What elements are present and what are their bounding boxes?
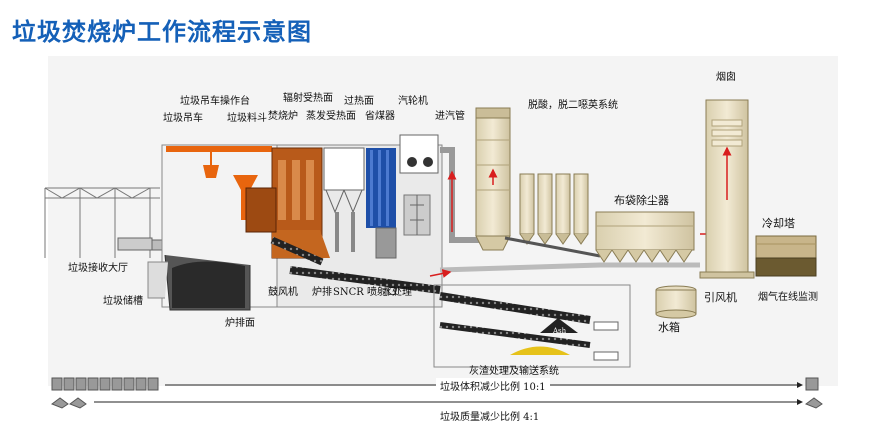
label-fan: 引风机 — [704, 291, 737, 304]
label-crane: 垃圾吊车 — [163, 113, 203, 124]
volume-ratio-label: 垃圾体积减少比例 10:1 — [436, 378, 550, 393]
water-tank — [655, 285, 697, 319]
silos — [504, 173, 601, 258]
turbine-area — [399, 134, 439, 236]
label-water-treatment: 水处理 — [382, 287, 412, 298]
bag-filter — [595, 211, 718, 263]
label-turbine: 汽轮机 — [398, 96, 428, 107]
label-desulfurization: 脱酸，脱二噁英系统 — [528, 100, 618, 111]
desulfurization-tower — [475, 107, 511, 251]
label-storage-pit: 垃圾储槽 — [103, 296, 143, 307]
ash-conveyor — [289, 266, 591, 348]
boiler-heat-surfaces — [323, 147, 397, 259]
ash-pit — [433, 284, 631, 368]
label-grate: 炉排面 — [225, 318, 255, 329]
label-blower: 鼓风机 — [268, 287, 298, 298]
label-grate-scnr: 炉排 — [312, 287, 332, 298]
label-evaporator: 蒸发受热面 — [306, 111, 356, 122]
label-ash: Ash — [553, 327, 567, 335]
label-hopper: 垃圾料斗 — [227, 113, 267, 124]
label-economizer: 省煤器 — [365, 111, 395, 122]
label-water-tank: 水箱 — [658, 321, 680, 334]
label-chimney: 烟囱 — [716, 72, 736, 83]
label-monitoring: 烟气在线监测 — [758, 292, 818, 303]
label-cooling-tower: 冷却塔 — [762, 217, 795, 230]
label-superheater: 过热面 — [344, 96, 374, 107]
label-reception-hall: 垃圾接收大厅 — [68, 263, 128, 274]
label-incinerator: 焚烧炉 — [268, 111, 298, 122]
storage-pit — [147, 254, 251, 311]
page-title: 垃圾焚烧炉工作流程示意图 — [12, 18, 312, 46]
incinerator — [245, 147, 330, 266]
flue-duct — [439, 262, 700, 273]
label-radiant-heating: 辐射受热面 — [283, 93, 333, 104]
mass-ratio-label: 垃圾质量减少比例 4:1 — [436, 408, 544, 423]
bin-icons — [50, 377, 823, 409]
label-bag-filter: 布袋除尘器 — [614, 194, 669, 207]
label-crane-platform: 垃圾吊车操作台 — [180, 96, 250, 107]
label-ash-system: 灰渣处理及输送系统 — [469, 366, 559, 377]
label-steam-pipe: 进汽管 — [435, 111, 465, 122]
label-sncr: SNCR 喷射口 — [333, 287, 397, 298]
chimney — [699, 99, 755, 279]
cooling-tower — [755, 235, 817, 277]
